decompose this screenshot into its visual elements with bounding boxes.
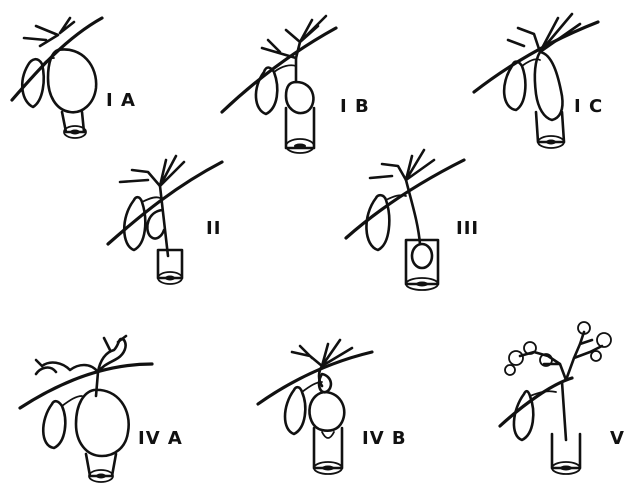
cyst-7 <box>591 351 601 361</box>
duodenum <box>346 160 464 238</box>
ampulla-opening <box>416 282 428 287</box>
extrahepatic-cyst <box>76 390 129 456</box>
ampulla-opening <box>546 140 556 145</box>
ampulla-opening <box>70 130 80 135</box>
panel-ib-drawing <box>222 16 336 153</box>
cyst-6 <box>597 333 611 347</box>
segmental-cyst <box>286 82 313 113</box>
ampulla-opening <box>96 474 106 479</box>
diverticulum <box>147 210 164 238</box>
ampulla-opening <box>294 144 306 149</box>
label-iva: IV A <box>138 428 183 449</box>
gallbladder <box>124 197 145 250</box>
gallbladder <box>366 195 389 250</box>
ampulla-opening <box>560 466 572 471</box>
panel-ia-drawing <box>12 18 102 138</box>
intrahepatic-cysts-left <box>36 360 98 374</box>
ampulla-opening <box>322 466 334 471</box>
hepatic-ducts <box>508 14 580 52</box>
gallbladder <box>514 391 533 440</box>
ampulla-opening <box>165 276 175 281</box>
choledochocele-component <box>322 432 334 438</box>
duodenum <box>12 18 102 100</box>
label-ia: I A <box>106 90 136 111</box>
label-iii: III <box>456 218 479 239</box>
cyst-1 <box>509 351 523 365</box>
intrahepatic-cysts <box>505 322 611 380</box>
panel-ic-drawing <box>474 14 598 148</box>
label-ic: I C <box>574 96 603 117</box>
hepatic-ducts <box>120 156 184 186</box>
lower-cyst <box>310 392 345 431</box>
label-ib: I B <box>340 96 370 117</box>
panel-ii-drawing <box>108 156 222 284</box>
common-bile-duct <box>562 382 566 440</box>
hepatic-ducts <box>370 150 434 180</box>
diffuse-cyst <box>535 52 563 120</box>
common-bile-duct <box>96 372 98 396</box>
hepatic-ducts <box>292 340 352 366</box>
gallbladder <box>285 387 305 434</box>
duodenum <box>222 28 336 112</box>
cyst-2 <box>505 365 515 375</box>
label-ii: II <box>206 218 221 239</box>
choledochocele <box>412 244 432 268</box>
label-ivb: IV B <box>362 428 407 449</box>
gallbladder <box>43 401 65 448</box>
panel-v-drawing <box>500 322 611 474</box>
hepatic-ducts <box>262 16 326 58</box>
fusiform-cyst <box>48 49 96 112</box>
panel-ivb-drawing <box>258 340 372 474</box>
label-v: V <box>610 428 625 449</box>
panel-iva-drawing <box>20 336 152 482</box>
hepatic-ducts <box>520 332 602 380</box>
panel-iii-drawing <box>346 150 464 290</box>
